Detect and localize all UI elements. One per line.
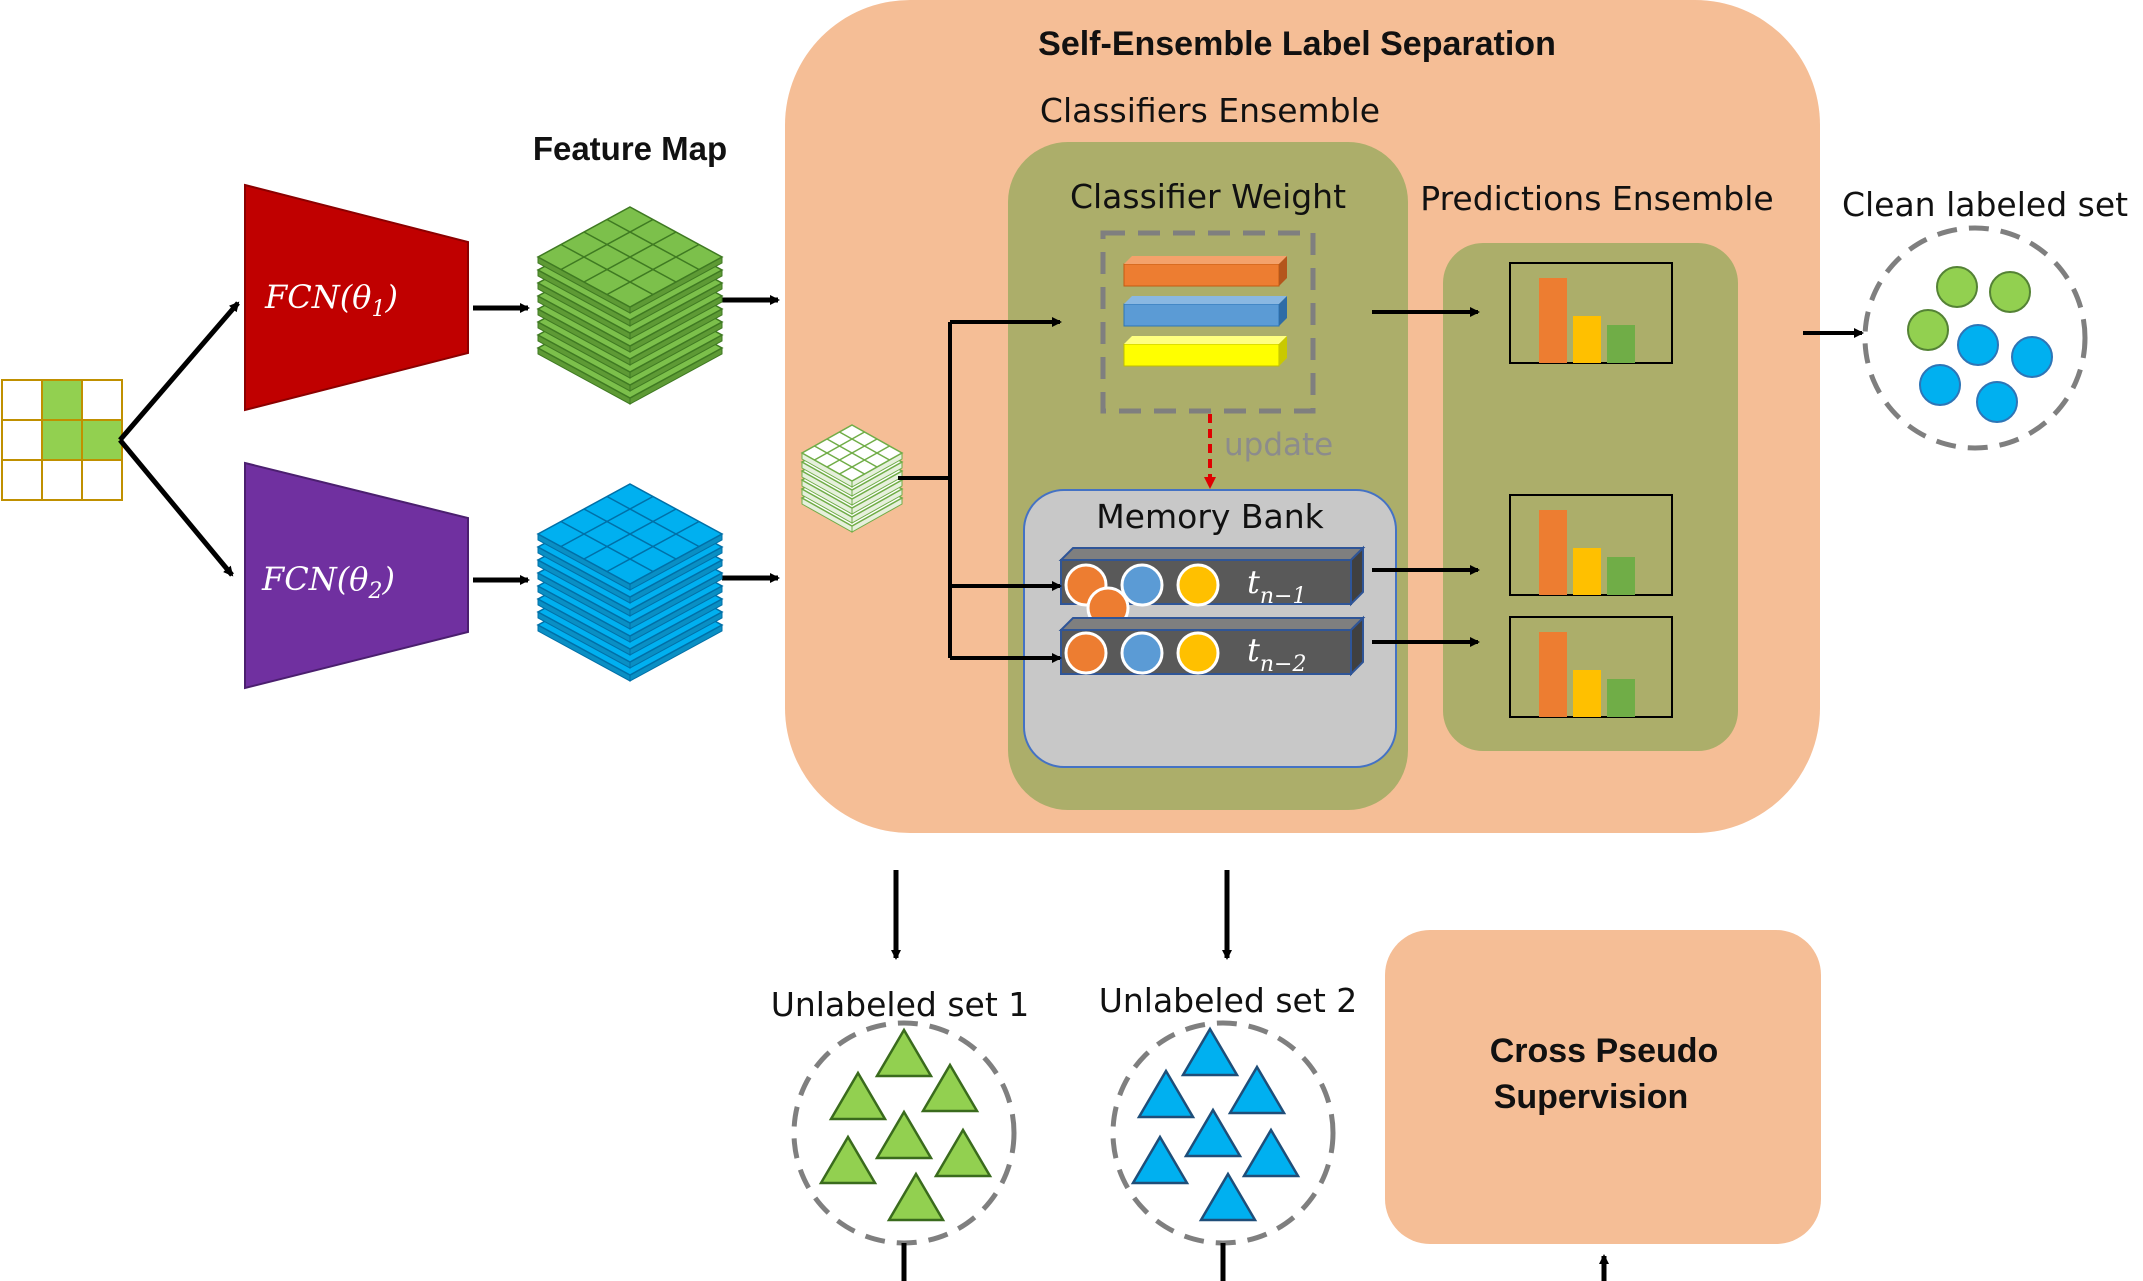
classifier-bar-yellow [1123, 336, 1287, 367]
slot-1-time-label: tn−1 [1247, 563, 1306, 609]
prediction-bar-green [1607, 325, 1635, 363]
memory-bank-label: Memory Bank [1096, 497, 1324, 536]
prediction-bar-orange [1539, 278, 1567, 363]
prediction-bar-orange [1539, 510, 1567, 595]
input-pixel [81, 419, 123, 461]
arrow-input-to-fcn2 [118, 438, 234, 577]
unlabeled-sample [874, 1027, 934, 1078]
unlabeled-sample [1227, 1064, 1287, 1115]
input-pixel [81, 459, 123, 501]
input-pixel-grid [1, 379, 123, 501]
memory-feature-orange [1064, 631, 1108, 675]
memory-feature-yellow [1176, 563, 1220, 607]
unlabeled-sample [1180, 1026, 1240, 1077]
memory-feature-yellow [1176, 631, 1220, 675]
clean-labeled-set-label: Clean labeled set [1842, 185, 2128, 224]
unlabeled-sample [1241, 1127, 1301, 1178]
classifier-bar-blue [1123, 296, 1287, 327]
prediction-bar-yellow [1573, 316, 1601, 363]
unlabeled-sample [933, 1127, 993, 1178]
unlabeled-set-2-label: Unlabeled set 2 [1099, 981, 1358, 1020]
unlabeled-sample [1183, 1107, 1243, 1158]
cross-pseudo-supervision-box [1385, 930, 1821, 1244]
input-pixel [41, 419, 83, 461]
feature-map-label: Feature Map [533, 130, 727, 167]
clean-sample-green [1989, 271, 2031, 313]
input-pixel [1, 419, 43, 461]
prediction-bar-yellow [1573, 670, 1601, 717]
unlabeled-samples-green [818, 1027, 993, 1222]
clean-sample-green [1907, 309, 1949, 351]
prediction-chart-2 [1509, 494, 1673, 596]
classifier-weight-box [1100, 230, 1316, 414]
unlabeled-sample [1198, 1171, 1258, 1222]
predictions-ensemble-panel [1443, 243, 1738, 751]
clean-sample-green [1936, 266, 1978, 308]
unlabeled-sample [874, 1109, 934, 1160]
prediction-bar-orange [1539, 632, 1567, 717]
clean-labeled-set-boundary [1862, 225, 2088, 451]
prediction-bar-green [1607, 557, 1635, 595]
prediction-chart-1 [1509, 262, 1673, 364]
prediction-chart-3 [1509, 616, 1673, 718]
input-pixel [41, 459, 83, 501]
memory-feature-blue [1120, 563, 1164, 607]
classifiers-ensemble-label: Classifiers Ensemble [1040, 91, 1380, 130]
unlabeled-sample [1136, 1068, 1196, 1119]
input-pixel [1, 459, 43, 501]
clean-sample-blue [1957, 324, 1999, 366]
unlabeled-samples-blue [1130, 1026, 1301, 1222]
feature-map-stack-green [536, 206, 724, 405]
sels-title: Self-Ensemble Label Separation [1038, 25, 1556, 63]
unlabeled-sample [920, 1062, 980, 1113]
unlabeled-sample [818, 1134, 878, 1185]
unlabeled-set-1-label: Unlabeled set 1 [771, 985, 1030, 1024]
classifier-weight-label: Classifier Weight [1070, 177, 1346, 216]
unlabeled-sample [828, 1070, 888, 1121]
clean-sample-blue [2011, 336, 2053, 378]
clean-sample-blue [1919, 364, 1961, 406]
classifier-bar-orange [1123, 256, 1287, 287]
input-pixel [1, 379, 43, 421]
clean-sample-blue [1976, 381, 2018, 423]
update-label: update [1224, 427, 1333, 463]
fcn-theta2-label: FCN(θ2) [261, 560, 395, 604]
prediction-bar-yellow [1573, 548, 1601, 595]
slot-2-time-label: tn−2 [1247, 631, 1306, 677]
unlabeled-sample [886, 1171, 946, 1222]
input-pixel [41, 379, 83, 421]
memory-slot-2: tn−2 [1058, 615, 1366, 677]
fcn-theta2-network [244, 461, 469, 690]
arrow-input-to-fcn1 [118, 301, 240, 442]
prediction-bar-green [1607, 679, 1635, 717]
feature-map-stack-blue [536, 483, 724, 682]
fcn-theta1-label: FCN(θ1) [264, 278, 398, 322]
fcn-theta1-network [244, 183, 469, 412]
memory-feature-blue [1120, 631, 1164, 675]
predictions-ensemble-label: Predictions Ensemble [1420, 179, 1773, 218]
cps-label-line2: Supervision [1494, 1078, 1689, 1116]
unlabeled-to-cps-connector [901, 1243, 907, 1281]
cps-label-line1: Cross Pseudo [1490, 1032, 1719, 1070]
pixel-feature-stack [800, 424, 904, 533]
unlabeled-sample [1130, 1134, 1190, 1185]
input-pixel [81, 379, 123, 421]
